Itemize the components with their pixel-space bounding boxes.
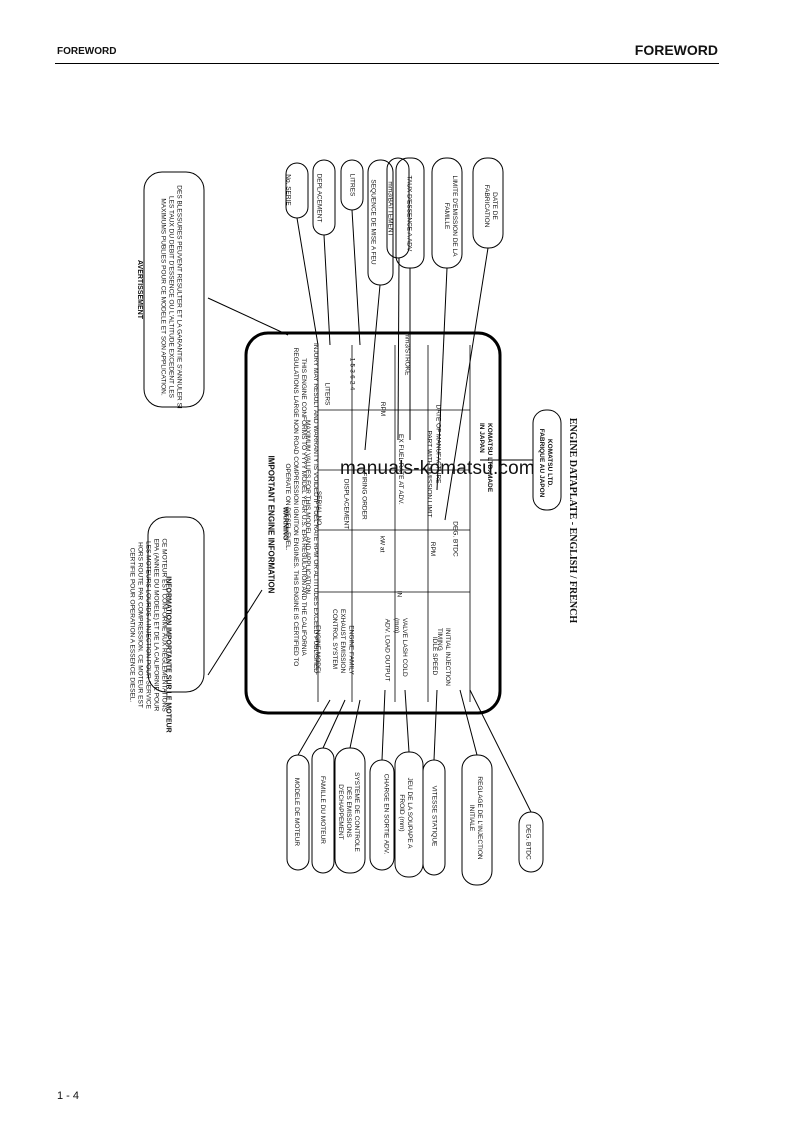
info-fr-box [147,516,205,693]
row-in: IN [395,590,403,598]
row-kw: kW at [378,535,386,553]
row-exhaust: EXHAUST EMISSION CONTROL SYSTEM [331,609,346,674]
callout-injection-fr: REGLAGE DE L'INJECTION INITIALE [468,776,483,860]
row-adv-load: ADV. LOAD OUTPUT [383,618,391,682]
row-initial-timing: INITIAL INJECTION TIMING [436,628,451,686]
callout-fuel-rate-fr: TAUX D'ESSENCE A ADV. [405,175,413,253]
callout-model-fr: MODELE DE MOTEUR [293,777,301,847]
figure-title: ENGINE DATAPLATE - ENGLISH / FRENCH [567,417,579,624]
row-idle-rpm: RPM [429,541,437,557]
warn-fr-box [143,171,205,408]
watermark: manuals-komatsu.com [340,458,535,479]
row-serial: SERIAL NO. [315,490,323,528]
row-engine-model: ENGINE MODEL [313,625,321,675]
callout-sequence-fr: SEQUENCE DE MISE A FEU [369,179,377,265]
header-left-title: FOREWORD [57,46,117,57]
callout-mm3-fr: mm3/BATTEMENT [386,181,394,237]
plate-outline [244,331,502,715]
callout-emission-limit-fr: LIMITE D'EMISSION DE LA FAMILLE [443,175,458,257]
plate-heading: IMPORTANT ENGINE INFORMATION [266,455,276,594]
row-mm3: mm3/STROKE [403,332,411,376]
callout-displacement-fr: DEPLACEMENT [315,173,323,223]
row-displacement: DISPLACEMENT [342,478,350,530]
callout-btdc-fr: DEG. BTDC [524,824,532,860]
callout-charge-fr: CHARGE EN SORTIE ADV. [382,773,390,855]
row-engine-family: ENGINE FAMILY [347,625,355,675]
page-number: 1 - 4 [57,1090,80,1102]
callout-idle-fr: VITESSE STATIQUE [430,785,438,847]
row-deg-btdc: DEG. BTDC [451,521,459,557]
header-right-title: FOREWORD [634,42,718,58]
warn-fr-heading: AVERTISSEMENT [136,260,143,319]
info-fr-body: CE MOTEUR EST CONFORME AUX REGLEMENTATIO… [128,538,168,712]
callout-litres-fr: LITRES [348,173,356,197]
row-liters: LITERS [323,382,331,406]
callout-valve-fr: JEU DE LA SOUPAPE A FROID (mm) [398,777,413,849]
row-rpm: RPM [379,401,387,417]
callout-exhaust-fr: SYSTEME DE CONTROLE DES EMISSIONS D'ECHA… [337,772,360,852]
callout-serial-fr: No. SERIE [284,174,292,206]
row-valve: VALVE LASH COLD (mm) [393,618,408,677]
header-rule [55,63,719,64]
callout-date-fr: DATE DE FABRICATION [483,184,498,228]
maker-fr: KOMATSU LTD. FABRIQUE AU JAPON [538,428,553,498]
row-firing-value: 1-5-3-6-2-4 [348,357,356,391]
callout-family-fr: FAMILLE DU MOTEUR [318,776,326,844]
plate-warning-label: WARNING [281,506,289,541]
warn-fr-body: DES BLESSURES PEUVENT RESULTER ET LA GAR… [159,185,183,409]
